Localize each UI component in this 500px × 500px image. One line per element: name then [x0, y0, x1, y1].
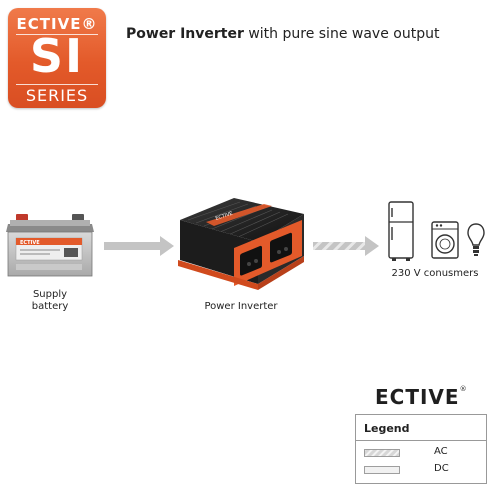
- legend-ac-swatch: [364, 449, 400, 457]
- badge-brand: ECTIVE®: [16, 15, 98, 33]
- battery-label-line1: Supply: [32, 289, 68, 300]
- fridge-icon: [388, 201, 414, 261]
- battery-label-line2: battery: [31, 301, 69, 312]
- legend-title: Legend: [364, 422, 410, 435]
- battery-icon: ECTIVE: [6, 214, 94, 277]
- badge-divider-top: [16, 34, 98, 35]
- inverter-label: Power Inverter: [204, 301, 278, 312]
- washing-machine-icon: [431, 221, 459, 259]
- inverter-brand: ECTIVE: [215, 211, 234, 222]
- legend-dc-label: DC: [434, 463, 449, 474]
- battery-brand: ECTIVE: [20, 240, 40, 246]
- light-bulb-icon: [467, 223, 485, 256]
- power-inverter-icon: ECTIVE: [178, 198, 304, 290]
- logo-text: ECTIVE: [375, 385, 460, 409]
- page-title: Power Inverter with pure sine wave outpu…: [126, 26, 439, 42]
- title-rest: with pure sine wave output: [243, 26, 440, 42]
- ac-arrow: [313, 236, 379, 256]
- badge-divider-bottom: [16, 84, 98, 85]
- badge-model: SI: [29, 29, 85, 83]
- logo-mark: ®: [459, 385, 468, 393]
- legend: Legend AC DC: [355, 414, 487, 484]
- battery-label: Supply battery: [20, 289, 80, 313]
- dc-arrow: [104, 236, 174, 256]
- si-series-badge: ECTIVE® SI SERIES: [8, 8, 106, 108]
- ective-logo: ECTIVE®: [375, 385, 468, 409]
- legend-divider: [356, 440, 486, 441]
- consumers-label: 230 V conusmers: [391, 268, 479, 279]
- title-bold: Power Inverter: [126, 26, 244, 42]
- legend-dc-swatch: [364, 466, 400, 474]
- legend-ac-label: AC: [434, 446, 448, 457]
- badge-series: SERIES: [25, 86, 89, 105]
